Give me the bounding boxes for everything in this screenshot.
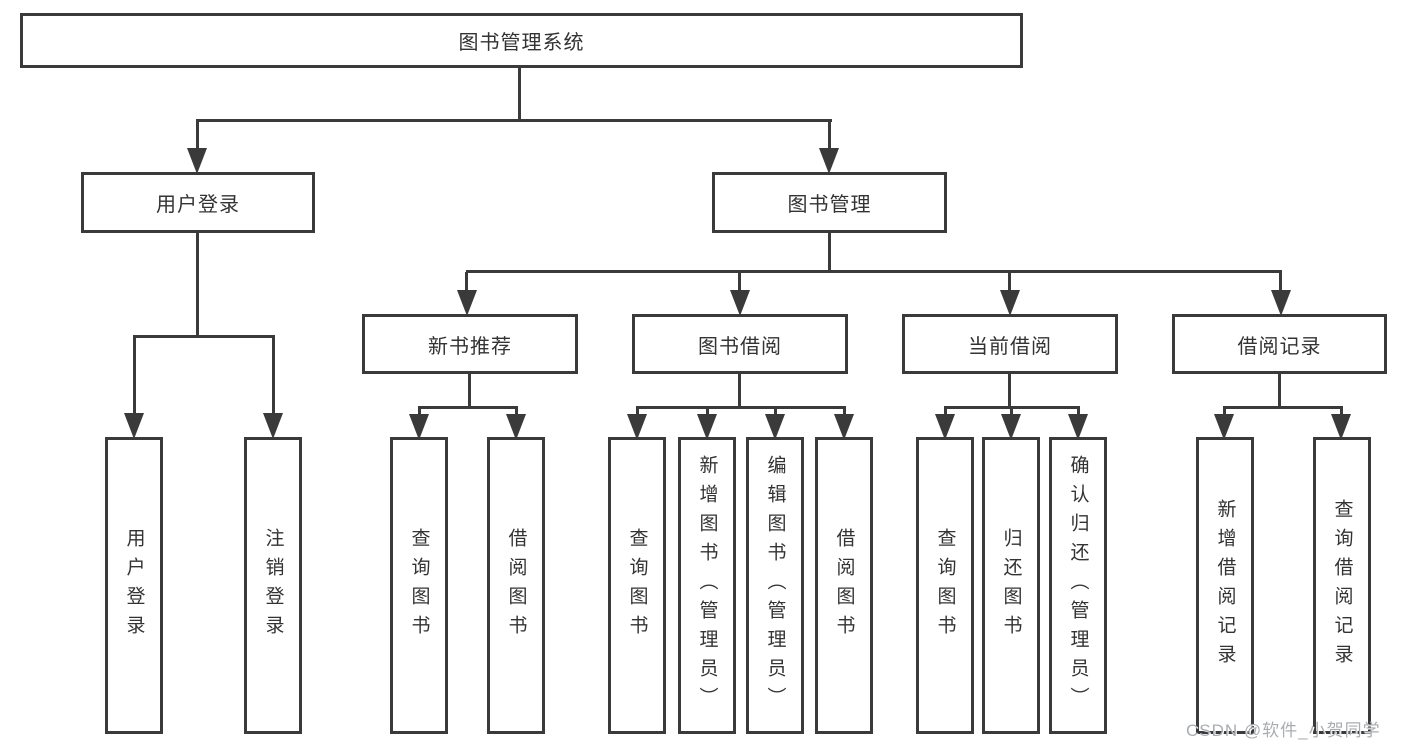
node-label: 注销登录 [262, 527, 284, 644]
arrow-down-icon [834, 414, 854, 440]
connector-line [1278, 374, 1281, 408]
node-leaf-nb-query-books: 查询图书 [390, 437, 448, 734]
connector-line [738, 374, 741, 408]
connector-line [738, 272, 741, 292]
node-book-borrow: 图书借阅 [632, 314, 848, 374]
node-label: 图书借阅 [698, 335, 782, 358]
node-label: 借阅记录 [1237, 335, 1322, 358]
node-leaf-cb-return-books: 归还图书 [982, 437, 1040, 734]
node-label: 查询借阅记录 [1331, 498, 1353, 673]
node-label: 确认归还（管理员） [1067, 455, 1089, 716]
arrow-down-icon [935, 414, 955, 440]
connector-line [466, 270, 1282, 273]
arrow-down-icon [124, 413, 144, 439]
node-label: 借阅图书 [833, 527, 855, 644]
node-leaf-logout: 注销登录 [244, 437, 302, 734]
connector-line [944, 406, 1080, 409]
connector-line [418, 406, 518, 409]
arrow-down-icon [819, 148, 839, 174]
node-leaf-user-login: 用户登录 [105, 437, 163, 734]
connector-line [1008, 272, 1011, 292]
watermark: CSDN @软件_小贺同学 [1186, 721, 1381, 740]
node-leaf-cb-confirm-return-admin: 确认归还（管理员） [1049, 437, 1107, 734]
node-label: 新增借阅记录 [1214, 498, 1236, 673]
node-label: 新书推荐 [428, 335, 512, 358]
arrow-down-icon [1000, 290, 1020, 316]
connector-line [196, 119, 832, 122]
node-leaf-bb-borrow-books: 借阅图书 [815, 437, 873, 734]
connector-line [1008, 374, 1011, 408]
node-label: 当前借阅 [968, 335, 1052, 358]
node-label: 图书管理 [787, 194, 872, 216]
arrow-down-icon [409, 414, 429, 440]
connector-line [1223, 406, 1343, 409]
node-label: 用户登录 [156, 194, 240, 216]
node-root-system: 图书管理系统 [20, 13, 1023, 68]
connector-line [1279, 272, 1282, 292]
arrow-down-icon [457, 290, 477, 316]
arrow-down-icon [765, 414, 785, 440]
node-label: 查询图书 [934, 527, 956, 644]
arrow-down-icon [1331, 414, 1351, 440]
connector-line [133, 337, 136, 415]
node-leaf-cb-query-books: 查询图书 [916, 437, 974, 734]
connector-line [196, 233, 199, 337]
node-book-management: 图书管理 [712, 172, 947, 233]
node-leaf-br-add-record: 新增借阅记录 [1196, 437, 1254, 734]
connector-line [828, 121, 831, 152]
connector-line [636, 406, 846, 409]
arrow-down-icon [187, 148, 207, 174]
arrow-down-icon [730, 290, 750, 316]
node-new-book-recommend: 新书推荐 [362, 314, 578, 374]
arrow-down-icon [1214, 414, 1234, 440]
arrow-down-icon [1068, 414, 1088, 440]
node-label: 查询图书 [408, 527, 430, 644]
node-label: 图书管理系统 [458, 32, 585, 54]
node-label: 用户登录 [123, 527, 145, 644]
connector-line [133, 335, 275, 338]
arrow-down-icon [1271, 290, 1291, 316]
node-user-login: 用户登录 [81, 172, 315, 233]
connector-line [465, 272, 468, 292]
node-label: 查询图书 [626, 527, 648, 644]
connector-line [468, 374, 471, 408]
connector-line [272, 337, 275, 415]
node-leaf-nb-borrow-books: 借阅图书 [487, 437, 545, 734]
arrow-down-icon [1001, 414, 1021, 440]
arrow-down-icon [506, 414, 526, 440]
node-label: 归还图书 [1000, 527, 1022, 644]
node-leaf-br-query-record: 查询借阅记录 [1313, 437, 1371, 734]
arrow-down-icon [627, 414, 647, 440]
node-leaf-bb-query-books: 查询图书 [608, 437, 666, 734]
arrow-down-icon [263, 413, 283, 439]
arrow-down-icon [697, 414, 717, 440]
connector-line [518, 68, 521, 121]
node-leaf-bb-add-books-admin: 新增图书（管理员） [678, 437, 736, 734]
node-current-borrow: 当前借阅 [902, 314, 1118, 374]
node-borrow-records: 借阅记录 [1172, 314, 1387, 374]
connector-line [828, 233, 831, 272]
node-label: 编辑图书（管理员） [764, 455, 786, 716]
node-label: 新增图书（管理员） [696, 455, 718, 716]
connector-line [196, 121, 199, 152]
node-label: 借阅图书 [505, 527, 527, 644]
node-leaf-bb-edit-books-admin: 编辑图书（管理员） [746, 437, 804, 734]
